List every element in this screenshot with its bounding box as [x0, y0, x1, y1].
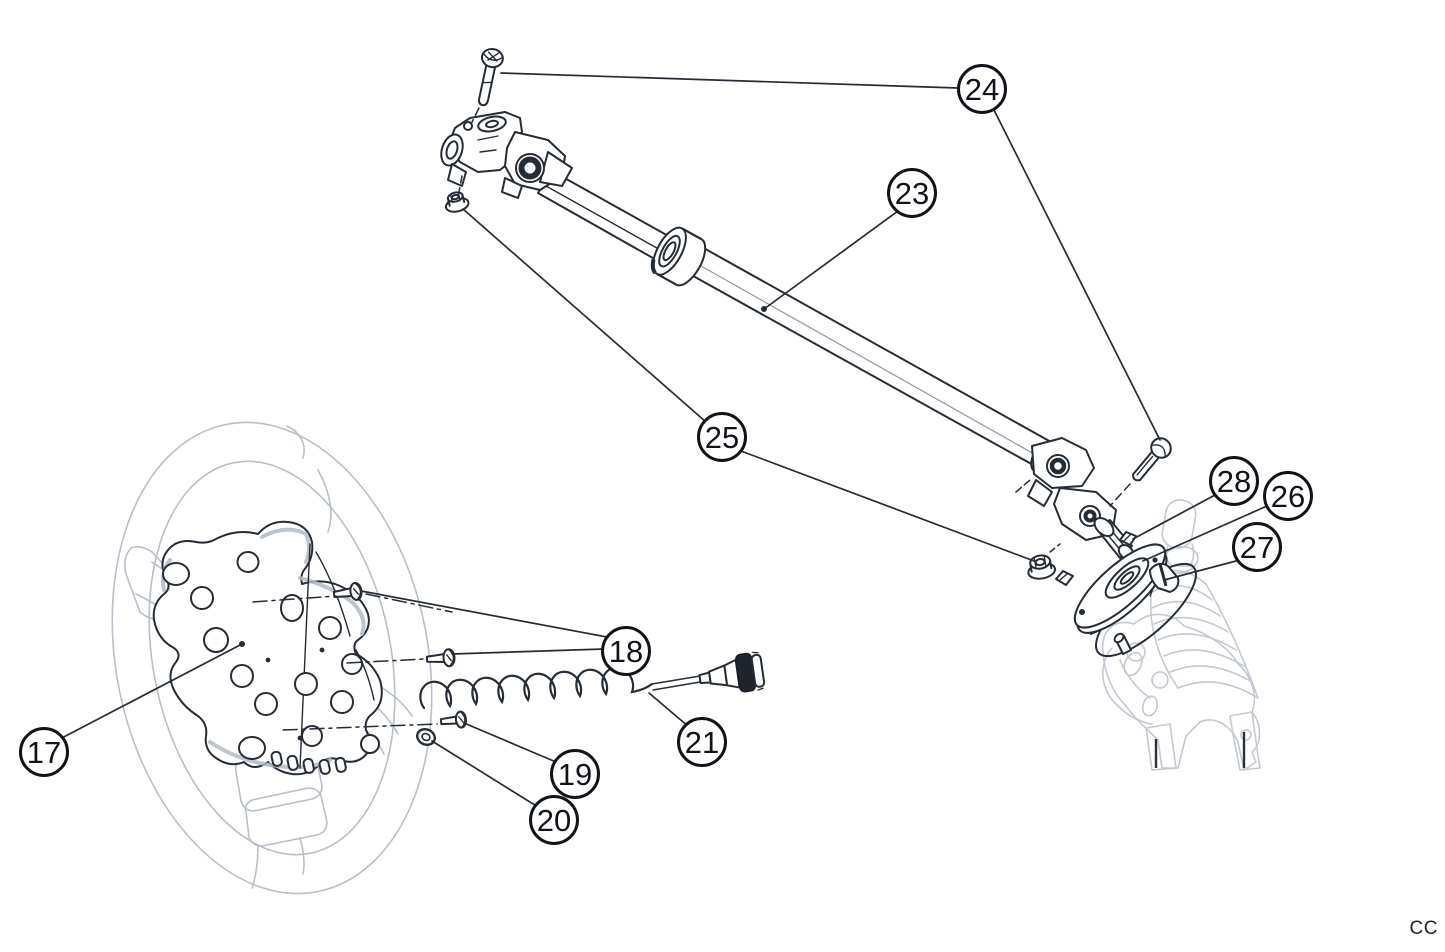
wheel-screw-lower — [439, 710, 468, 729]
callout-18: 18 — [360, 590, 651, 676]
washer — [416, 728, 436, 746]
watermark-text: CC — [1410, 918, 1438, 939]
wheel-screw-middle — [425, 648, 456, 668]
callout-23-circle — [887, 168, 937, 218]
callout-27-leader — [1163, 560, 1237, 581]
wheel-screw-upper — [332, 581, 363, 601]
callout-24-label: 24 — [965, 72, 999, 107]
callout-25-label: 25 — [705, 420, 739, 455]
callout-21-leader — [648, 692, 690, 728]
clamp-bracket — [1149, 562, 1180, 597]
callout-17-leader — [57, 643, 243, 741]
callout-28-circle — [1209, 456, 1259, 506]
callout-20-leader — [431, 740, 539, 808]
callout-26-label: 26 — [1271, 479, 1305, 514]
callout-26-leader — [1142, 505, 1268, 562]
callout-23-leader — [763, 210, 899, 310]
callout-25-leader — [462, 208, 707, 423]
splined-stub — [1093, 516, 1135, 560]
ring-stud-bottom — [1113, 632, 1132, 655]
callout-27-label: 27 — [1240, 530, 1274, 565]
callout-27-circle — [1232, 522, 1282, 572]
pinch-bolt-lower — [1132, 437, 1172, 482]
callout-21-label: 21 — [685, 725, 719, 760]
callout-24-leader — [993, 109, 1161, 441]
collar-bushing — [650, 226, 707, 287]
pinch-bolt-upper — [478, 47, 504, 107]
callout-21-circle — [677, 717, 727, 767]
callout-23: 23 — [761, 168, 937, 312]
callout-23-label: 23 — [895, 176, 929, 211]
steering-shaft — [537, 170, 1061, 472]
callout-21: 21 — [648, 692, 727, 767]
callout-28-leader — [1132, 494, 1216, 540]
callout-27: 27 — [1163, 522, 1282, 581]
retainer-clip-upper — [1119, 531, 1137, 546]
leader-endpoint-dot — [761, 306, 767, 312]
callout-19-circle — [550, 749, 600, 799]
spiral-cable — [419, 651, 766, 710]
callout-19: 19 — [463, 722, 600, 799]
shaft-nut-lower — [1027, 554, 1057, 580]
lower-universal-joint — [1027, 437, 1135, 560]
callout-17-label: 17 — [27, 735, 61, 770]
callout-28: 28 — [1132, 456, 1259, 540]
callout-17-circle — [19, 727, 69, 777]
hub-terminal-tabs — [270, 750, 347, 775]
callout-24: 24 — [500, 64, 1161, 441]
callout-18-circle — [601, 626, 651, 676]
leader-endpoint-dot — [239, 641, 245, 647]
callout-26: 26 — [1142, 471, 1313, 562]
callout-19-leader — [463, 722, 557, 763]
callout-18-leader — [451, 648, 605, 655]
callout-25: 25 — [462, 208, 1035, 562]
callout-24-circle — [957, 64, 1007, 114]
callout-19-label: 19 — [558, 757, 592, 792]
shaft-nut-upper — [444, 191, 470, 213]
callouts-layer: 17 18 19 20 21 23 24 25 26 27 28 — [19, 64, 1313, 845]
screw-axis-lines — [252, 593, 453, 731]
callout-18-label: 18 — [609, 634, 643, 669]
callout-17: 17 — [19, 641, 245, 777]
callout-25-leader — [740, 450, 1035, 562]
upper-universal-joint — [440, 111, 573, 199]
callout-25-circle — [697, 412, 747, 462]
callout-24-leader — [500, 72, 959, 89]
callout-18-leader — [360, 590, 608, 638]
hub-plate — [152, 520, 383, 776]
callout-20: 20 — [431, 740, 579, 845]
callout-20-label: 20 — [537, 803, 571, 838]
callout-28-label: 28 — [1217, 464, 1251, 499]
retainer-clip-lower — [1055, 570, 1074, 586]
callout-26-circle — [1263, 471, 1313, 521]
callout-20-circle — [529, 795, 579, 845]
cable-connector — [698, 651, 766, 693]
